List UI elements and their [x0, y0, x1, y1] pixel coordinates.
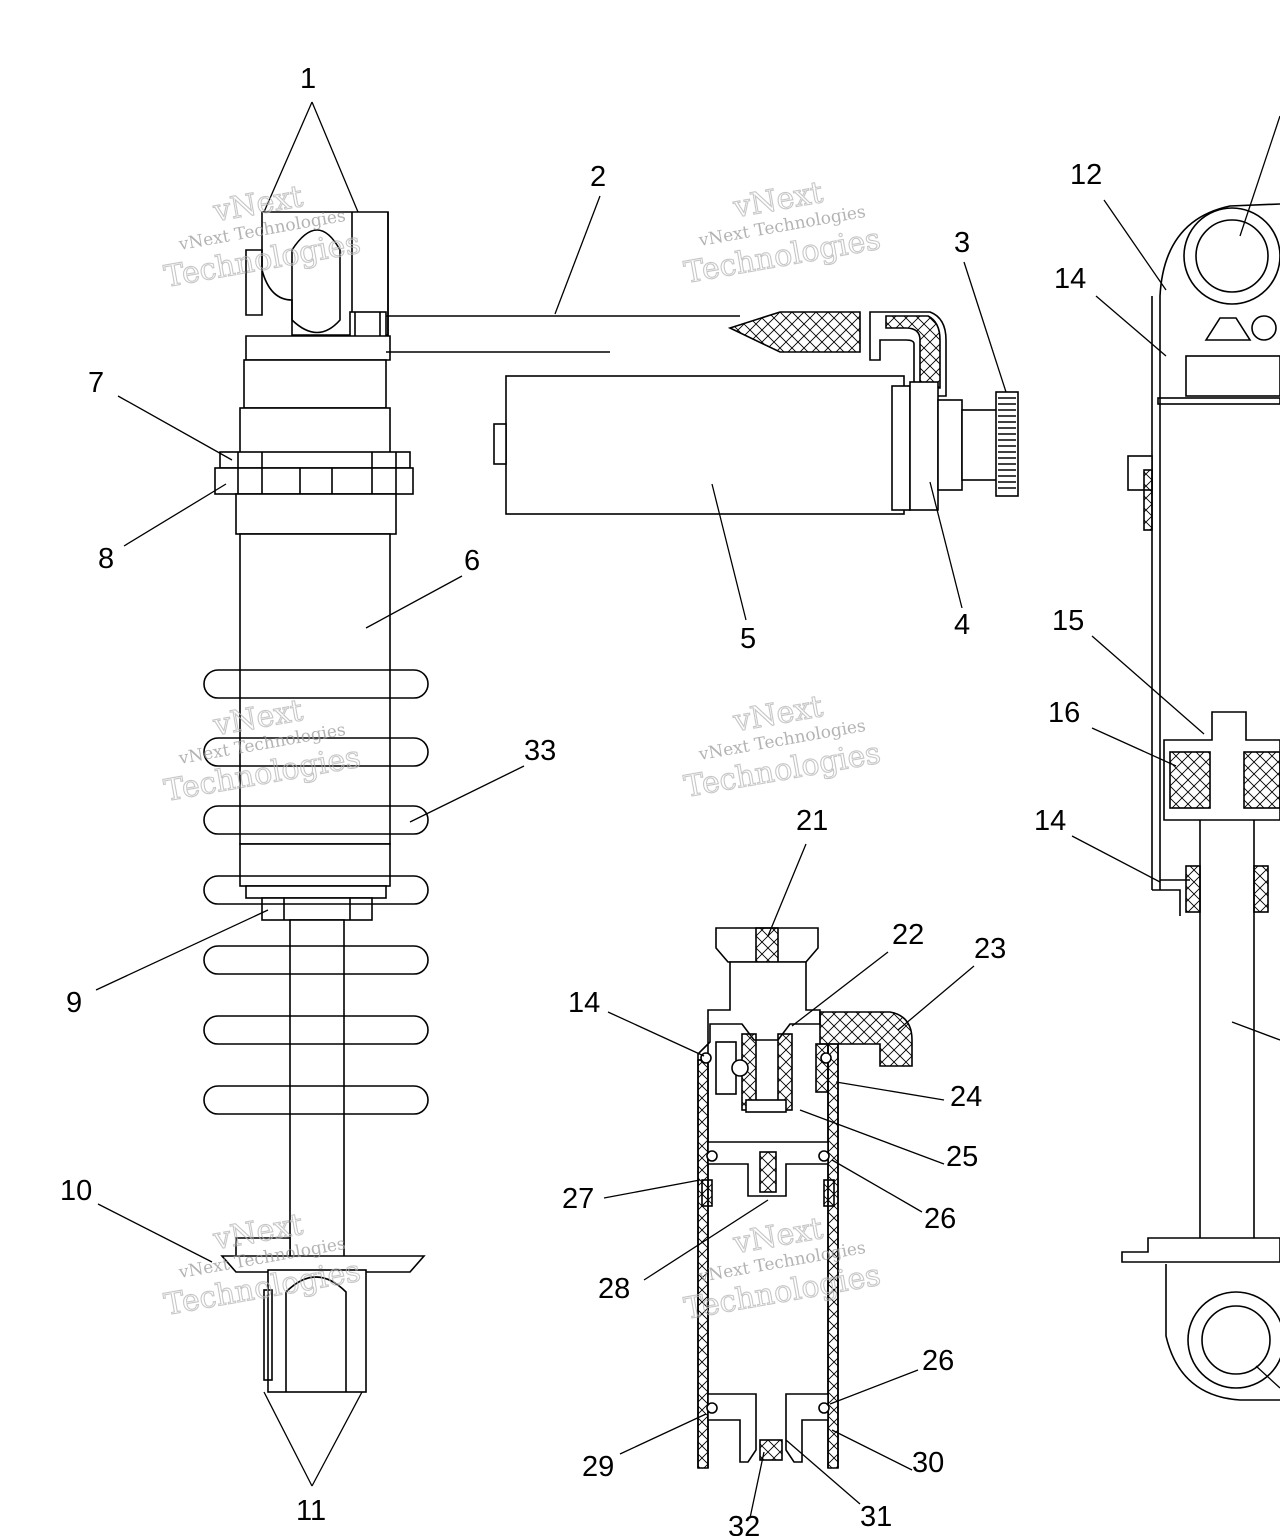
callout-6: 6 — [464, 545, 480, 577]
callout-3: 3 — [954, 227, 970, 259]
callout-26-upper: 26 — [924, 1203, 956, 1235]
callout-14-mid: 14 — [1034, 805, 1066, 837]
callout-12: 12 — [1070, 159, 1102, 191]
spring-coils — [203, 669, 429, 1115]
watermark-2: vNext vNext Technologies Technologies — [681, 175, 884, 292]
callout-31: 31 — [860, 1501, 892, 1533]
callout-25: 25 — [946, 1141, 978, 1173]
callout-11: 11 — [296, 1495, 326, 1527]
callout-15: 15 — [1052, 605, 1084, 637]
callout-22: 22 — [892, 919, 924, 951]
callout-1: 1 — [300, 63, 316, 95]
callout-2: 2 — [590, 161, 606, 193]
reservoir-body — [493, 375, 1019, 515]
callout-9: 9 — [66, 987, 82, 1019]
callout-32: 32 — [728, 1511, 760, 1536]
callout-14-cutaway: 14 — [568, 987, 600, 1019]
callout-14-top: 14 — [1054, 263, 1086, 295]
reservoir-hose — [386, 311, 947, 397]
callout-7: 7 — [88, 367, 104, 399]
callout-30: 30 — [912, 1447, 944, 1479]
callout-28: 28 — [598, 1273, 630, 1305]
callout-4: 4 — [954, 609, 970, 641]
watermark-4: vNext vNext Technologies Technologies — [681, 689, 884, 806]
adjuster-knob-knurl — [998, 397, 1016, 489]
callout-29: 29 — [582, 1451, 614, 1483]
callout-33: 33 — [524, 735, 556, 767]
callout-24: 24 — [950, 1081, 982, 1113]
callout-labels: 1 2 3 4 5 6 7 8 9 10 11 12 14 14 14 15 1… — [60, 63, 1102, 1536]
main-shock-assembly — [203, 211, 429, 1393]
callout-21: 21 — [796, 805, 828, 837]
shock-cutaway-right — [1121, 203, 1280, 1401]
callout-26-lower: 26 — [922, 1345, 954, 1377]
callout-27: 27 — [562, 1183, 594, 1215]
callout-8: 8 — [98, 543, 114, 575]
callout-10: 10 — [60, 1175, 92, 1207]
callout-5: 5 — [740, 623, 756, 655]
callout-16: 16 — [1048, 697, 1080, 729]
callout-23: 23 — [974, 933, 1006, 965]
leader-lines — [95, 101, 1280, 1519]
reservoir-cutaway — [697, 927, 913, 1469]
